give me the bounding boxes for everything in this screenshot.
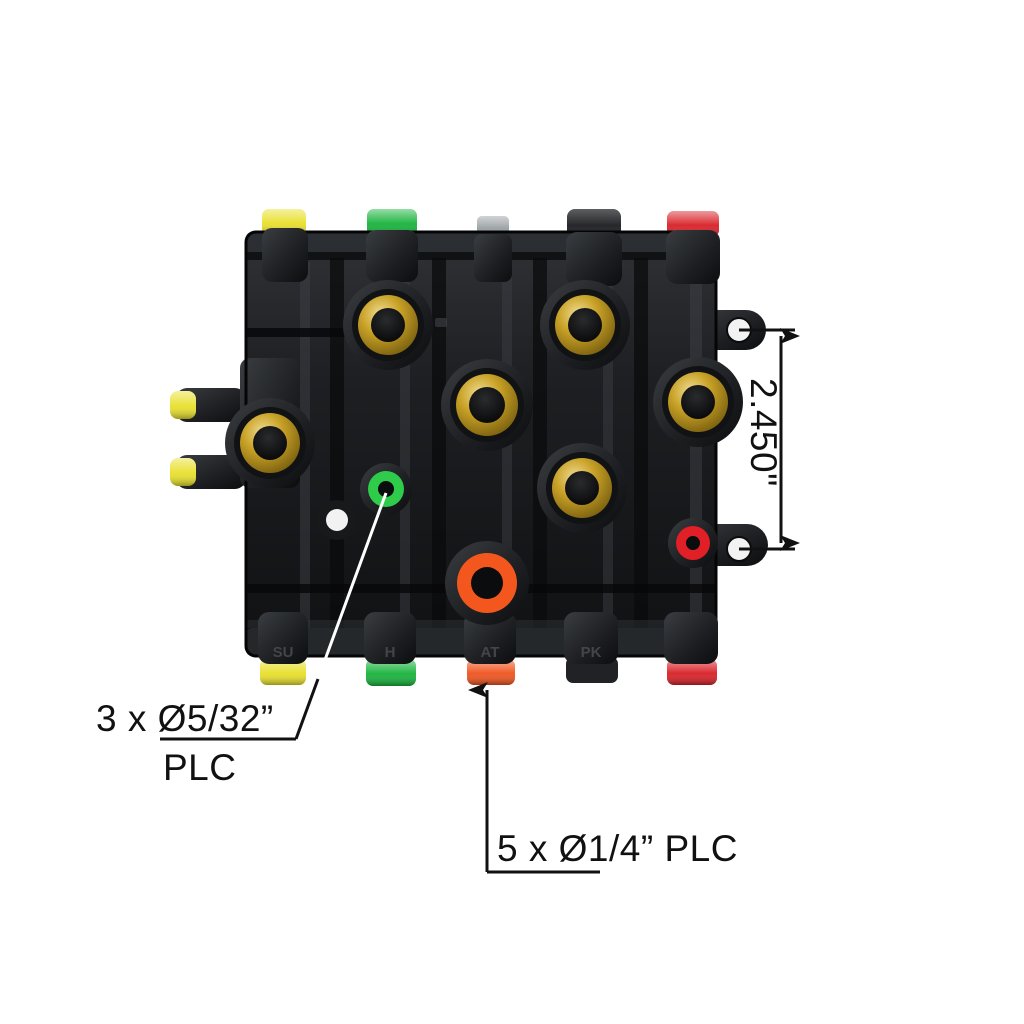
callout-label-532-line2: PLC <box>163 747 237 788</box>
top-cap-2-green <box>367 209 417 236</box>
dimension-2450 <box>739 328 800 551</box>
leader-line-14 <box>468 682 600 874</box>
red-ring-port <box>668 518 718 568</box>
leader-line-532 <box>160 492 388 741</box>
callout-label-532-line1: 3 x Ø5/32” <box>96 698 274 739</box>
port-label-h: H <box>385 644 396 661</box>
orange-ring-port <box>445 541 529 625</box>
port-label-at: AT <box>481 644 500 661</box>
port-label-pk: PK <box>581 644 602 661</box>
brass-port-upper-left <box>343 280 433 370</box>
bottom-cap-row <box>260 657 717 686</box>
bottom-boss-row: SU H AT PK <box>258 612 718 664</box>
callout-label-14: 5 x Ø1/4” PLC <box>497 828 738 869</box>
leader-white-segment <box>316 492 388 680</box>
brass-port-center <box>441 359 533 451</box>
leader-black-segment <box>294 678 320 740</box>
port-label-su: SU <box>273 644 294 661</box>
bottom-cap-3-orange <box>467 659 515 685</box>
brass-port-mid-right <box>653 357 743 447</box>
bottom-cap-2-green <box>366 659 416 686</box>
brass-port-group <box>225 280 743 533</box>
brass-port-upper-right <box>540 280 630 370</box>
molded-marks <box>435 318 447 327</box>
green-ring-port <box>360 463 412 515</box>
mounting-hole-left <box>317 500 357 540</box>
top-boss-row <box>262 228 720 286</box>
bottom-cap-1-yellow <box>260 659 306 685</box>
left-side-ports <box>170 388 246 489</box>
dimension-label-2450: 2.450" <box>743 378 784 487</box>
brass-port-mid-left <box>225 398 315 488</box>
brass-port-lower-right <box>537 443 627 533</box>
bottom-cap-5-red <box>667 659 717 685</box>
